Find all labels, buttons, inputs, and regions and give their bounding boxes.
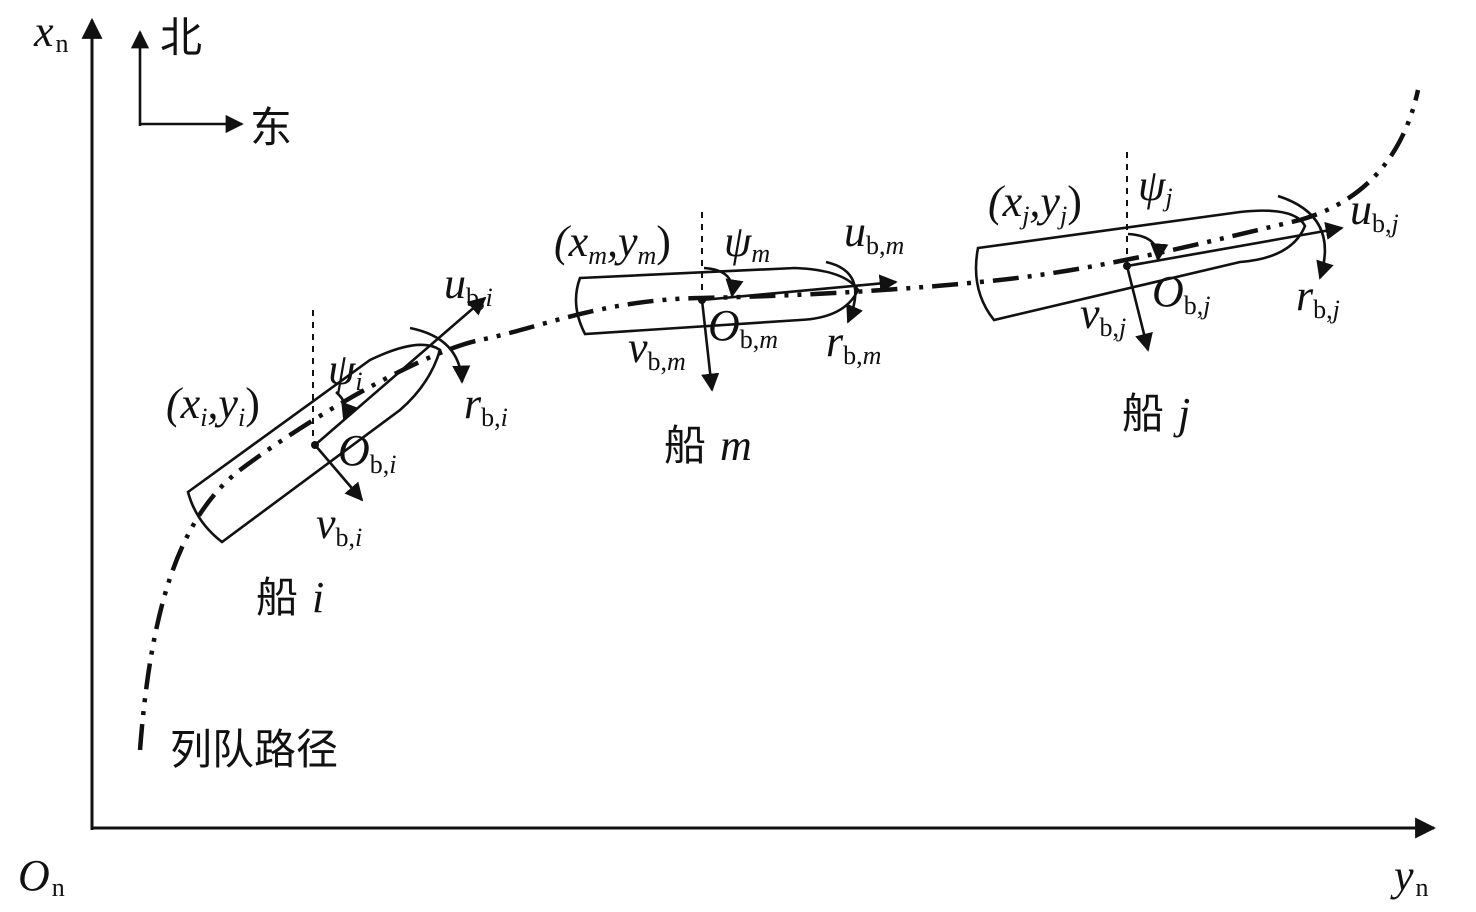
ship-m-position: (xm,ym) xyxy=(554,217,671,270)
origin-label: On xyxy=(18,851,65,902)
ship-j-hull xyxy=(974,209,1307,322)
ship-j-position: (xj,yj) xyxy=(988,177,1082,230)
ship-m-origin: Ob,m xyxy=(708,301,778,354)
north-label: 北 xyxy=(160,13,202,62)
ship-i-u: ub,i xyxy=(444,259,493,312)
ship-m-r: rb,m xyxy=(826,317,881,370)
ship-j-v: vb,j xyxy=(1080,289,1126,342)
ship-i-v: vb,i xyxy=(316,499,362,552)
ship-m-hull xyxy=(574,266,860,336)
ship-i-psi: ψi xyxy=(328,345,363,396)
ship-m-u: ub,m xyxy=(844,207,904,260)
ship-m-v: vb,m xyxy=(628,323,686,376)
ship-i-origin: Ob,i xyxy=(338,426,397,479)
formation-path xyxy=(137,89,1421,751)
east-label: 东 xyxy=(250,103,292,152)
ship-j-origin: Ob,j xyxy=(1152,267,1211,320)
ship-i-r: rb,i xyxy=(464,379,508,432)
ship-i-hull xyxy=(186,343,442,544)
y-axis-label: yn xyxy=(1390,851,1429,902)
ship-m-psi: ψm xyxy=(724,217,770,268)
ship-j-r: rb,j xyxy=(1296,271,1340,324)
compass: 北 东 xyxy=(130,13,292,152)
ship-j-u: ub,j xyxy=(1350,185,1399,238)
formation-path-label: 列队路径 xyxy=(170,725,338,774)
ship-i-position: (xi,yi) xyxy=(166,379,260,432)
ship-j-psi: ψj xyxy=(1138,161,1173,212)
x-axis-label: xn xyxy=(33,7,69,58)
